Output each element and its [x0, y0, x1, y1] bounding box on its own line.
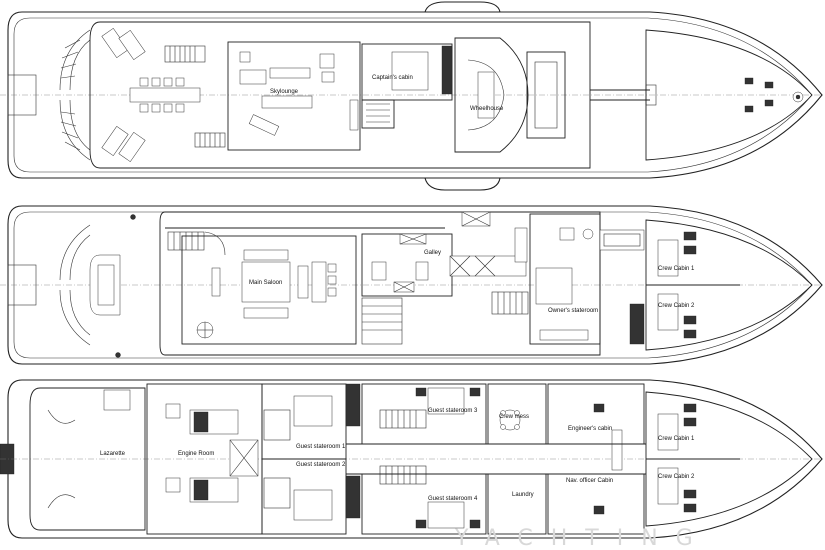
room-label-guest-stateroom-2: Guest stateroom 2	[296, 462, 346, 468]
room-label-lower-crew-cabin-1: Crew Cabin 1	[658, 436, 695, 442]
lower-deck: Lazarette Engine Room Guest stateroom 1 …	[0, 379, 825, 539]
room-label-engine-room: Engine Room	[178, 451, 214, 457]
sun-deck-stair-flight	[164, 45, 226, 148]
room-label-galley: Galley	[424, 250, 441, 256]
sun-deck: Skylounge Captain's cabin Wheelhouse	[0, 1, 825, 191]
room-label-engineers-cabin: Engineer's cabin	[568, 426, 612, 432]
engine-block-upper	[165, 403, 239, 435]
room-label-captains-cabin: Captain's cabin	[372, 75, 413, 81]
room-label-main-saloon: Main Saloon	[249, 280, 282, 286]
room-label-guest-stateroom-4: Guest stateroom 4	[428, 496, 478, 502]
room-label-guest-stateroom-1: Guest stateroom 1	[296, 444, 346, 450]
room-label-skylounge: Skylounge	[270, 89, 299, 95]
room-label-guest-stateroom-3: Guest stateroom 3	[428, 408, 478, 414]
anchor-windlass	[744, 77, 804, 113]
room-label-lazarette: Lazarette	[100, 451, 126, 457]
room-label-crew-mess: Crew mess	[499, 414, 529, 420]
room-label-wheelhouse: Wheelhouse	[470, 106, 504, 112]
room-label-lower-crew-cabin-2: Crew Cabin 2	[658, 474, 695, 480]
watermark: YACHTING	[454, 526, 711, 550]
sun-deck-stairs	[60, 39, 81, 151]
room-label-main-crew-cabin-1: Crew Cabin 1	[658, 266, 695, 272]
sun-loungers-aft	[101, 27, 146, 163]
engine-block-lower	[165, 477, 239, 503]
main-deck: Main Saloon Galley Owner'	[0, 205, 825, 365]
sun-deck-dining-table	[129, 77, 201, 113]
room-label-nav-officer-cabin: Nav. officer Cabin	[566, 478, 613, 484]
room-label-main-crew-cabin-2: Crew Cabin 2	[658, 303, 695, 309]
radar-arch	[526, 51, 566, 139]
room-label-owners-stateroom: Owner's stateroom	[548, 308, 598, 314]
room-label-laundry: Laundry	[512, 492, 534, 498]
